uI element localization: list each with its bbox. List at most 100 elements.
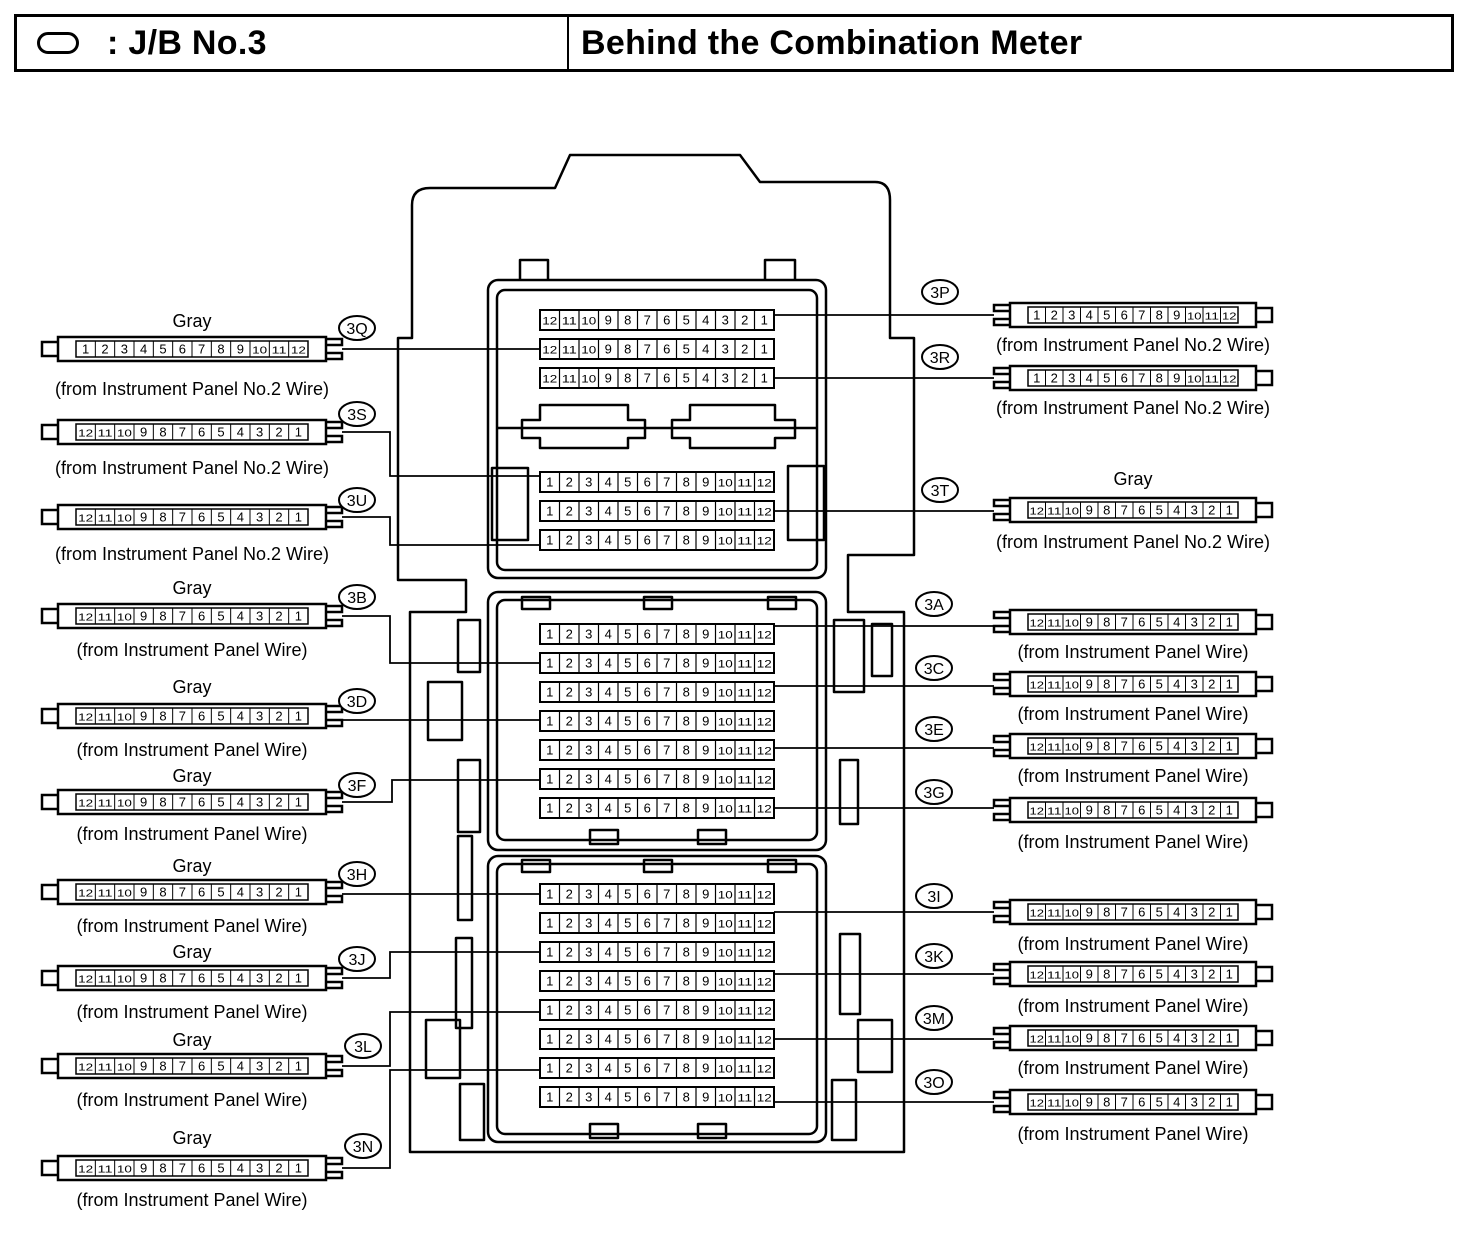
jb-row-14-pin-12: 12	[757, 890, 772, 902]
jb-row-13-pin-10: 10	[718, 804, 733, 816]
connector-3P-badge	[921, 279, 959, 305]
connector-3S-guide-tabs	[326, 420, 344, 444]
jb-row-2-pin-1: 1	[761, 342, 768, 357]
connector-3I-guide-tabs	[992, 900, 1010, 924]
connector-3D-badge	[338, 688, 376, 714]
connector-3D-guide-tabs	[326, 704, 344, 728]
jb-row-2-pin-6: 6	[663, 342, 670, 357]
connector-3H-pin-11: 11	[98, 889, 114, 900]
jb-row-3-pin-8: 8	[624, 371, 631, 386]
jb-row-20-pin-7: 7	[663, 1061, 670, 1076]
connector-3S-pin-3: 3	[256, 425, 263, 440]
jb-row-20-pin-10: 10	[718, 1064, 733, 1076]
connector-3E-pin-11: 11	[1047, 743, 1062, 754]
connector-3N-color-label: Gray	[172, 1128, 211, 1148]
jb-row-20-pin-8: 8	[683, 1061, 690, 1076]
connector-3F-pin-6: 6	[198, 795, 205, 810]
jb-row-12-pin-9: 9	[702, 772, 709, 787]
connector-3E-pin-10: 10	[1065, 743, 1080, 754]
connector-3U-badge-label: 3U	[347, 493, 367, 510]
jb-row-21-pin-11: 11	[737, 1093, 752, 1105]
connector-3G-badge-label: 3G	[923, 785, 944, 802]
jb-row-16-pin-3: 3	[585, 945, 592, 960]
connector-3J-pin-11: 11	[98, 975, 114, 986]
connector-3S-pin-2: 2	[275, 425, 282, 440]
jb-row-1-pin-11: 11	[562, 316, 577, 328]
connector-3L-pin-7: 7	[179, 1059, 186, 1074]
connector-3E-pin-3: 3	[1191, 739, 1198, 754]
connector-3U-pin-6: 6	[198, 510, 205, 525]
connector-3H-badge-label: 3H	[347, 867, 367, 884]
connector-3M-lock-tab	[1256, 1029, 1274, 1047]
connector-3U-pin-1: 1	[295, 510, 302, 525]
jb-row-7-pin-9: 9	[702, 627, 709, 642]
connector-3A-pin-7: 7	[1121, 615, 1128, 630]
connector-3J-pin-1: 1	[295, 971, 302, 986]
jb-row-5-pin-11: 11	[737, 507, 752, 519]
jb-row-9-pin-4: 4	[605, 685, 612, 700]
connector-3K-pin-12: 12	[1030, 971, 1045, 982]
connector-3B-pin-4: 4	[237, 609, 244, 624]
connector-3M-pin-7: 7	[1121, 1031, 1128, 1046]
connector-3Q-color-label: Gray	[172, 311, 211, 331]
jb-row-4-pin-12: 12	[757, 478, 772, 490]
jb-row-13-pin-6: 6	[644, 801, 651, 816]
connector-3N-pin-12: 12	[78, 1165, 94, 1176]
jb-row-10-pin-3: 3	[585, 714, 592, 729]
connector-3A-badge	[915, 591, 953, 617]
connector-3K-pin-6: 6	[1138, 967, 1145, 982]
jb-row-21-pin-1: 1	[546, 1090, 553, 1105]
connector-3D-pin-6: 6	[198, 709, 205, 724]
connector-3H-lock-tab	[40, 883, 58, 901]
connector-3P-guide-tabs	[992, 303, 1010, 327]
jb-row-15-pin-8: 8	[683, 916, 690, 931]
connector-3H-pin-8: 8	[159, 885, 166, 900]
connector-3F-pin-7: 7	[179, 795, 186, 810]
jb-row-16-pin-6: 6	[644, 945, 651, 960]
jb-row-14-pin-8: 8	[683, 887, 690, 902]
jb-row-9-pin-8: 8	[683, 685, 690, 700]
connector-3N-pin-1: 1	[295, 1161, 302, 1176]
connector-3K-badge-label: 3K	[924, 949, 944, 966]
connector-3N-lock-tab	[40, 1159, 58, 1177]
connector-3Q-pin-9: 9	[237, 342, 244, 357]
connector-3G-pin-12: 12	[1030, 807, 1045, 818]
jb-row-6-pin-1: 1	[546, 533, 553, 548]
connector-3N-pin-5: 5	[217, 1161, 224, 1176]
jb-row-9-pin-2: 2	[566, 685, 573, 700]
jb-row-14-pin-7: 7	[663, 887, 670, 902]
connector-3I-source-label: (from Instrument Panel Wire)	[1017, 934, 1248, 954]
connector-3F-pin-3: 3	[256, 795, 263, 810]
connector-3D-pin-2: 2	[275, 709, 282, 724]
connector-3R-source-label: (from Instrument Panel No.2 Wire)	[996, 398, 1270, 418]
connector-3G-pin-10: 10	[1065, 807, 1080, 818]
connector-3D-pin-8: 8	[159, 709, 166, 724]
connector-3D-color-label: Gray	[172, 677, 211, 697]
leader-3N	[342, 1069, 540, 1169]
connector-3P-pin-11: 11	[1205, 312, 1220, 323]
connector-3R-pin-10: 10	[1187, 375, 1202, 386]
connector-3G-pin-8: 8	[1103, 803, 1110, 818]
jb-row-17-pin-2: 2	[566, 974, 573, 989]
housing-outline	[396, 153, 916, 1154]
connector-3P-badge-label: 3P	[930, 285, 950, 302]
jb-row-20-pin-9: 9	[702, 1061, 709, 1076]
jb-row-14-pin-6: 6	[644, 887, 651, 902]
connector-3G-pin-7: 7	[1121, 803, 1128, 818]
connector-3B-lock-tab	[40, 607, 58, 625]
connector-3C-pin-2: 2	[1208, 677, 1215, 692]
connector-3I-pin-6: 6	[1138, 905, 1145, 920]
jb-row-18-pin-5: 5	[624, 1003, 631, 1018]
connector-3B-pin-3: 3	[256, 609, 263, 624]
jb-row-19-pin-9: 9	[702, 1032, 709, 1047]
jb-row-1-pin-2: 2	[741, 313, 748, 328]
jb-row-13-pin-8: 8	[683, 801, 690, 816]
connector-3M-source-label: (from Instrument Panel Wire)	[1017, 1058, 1248, 1078]
connector-3C-pin-7: 7	[1121, 677, 1128, 692]
